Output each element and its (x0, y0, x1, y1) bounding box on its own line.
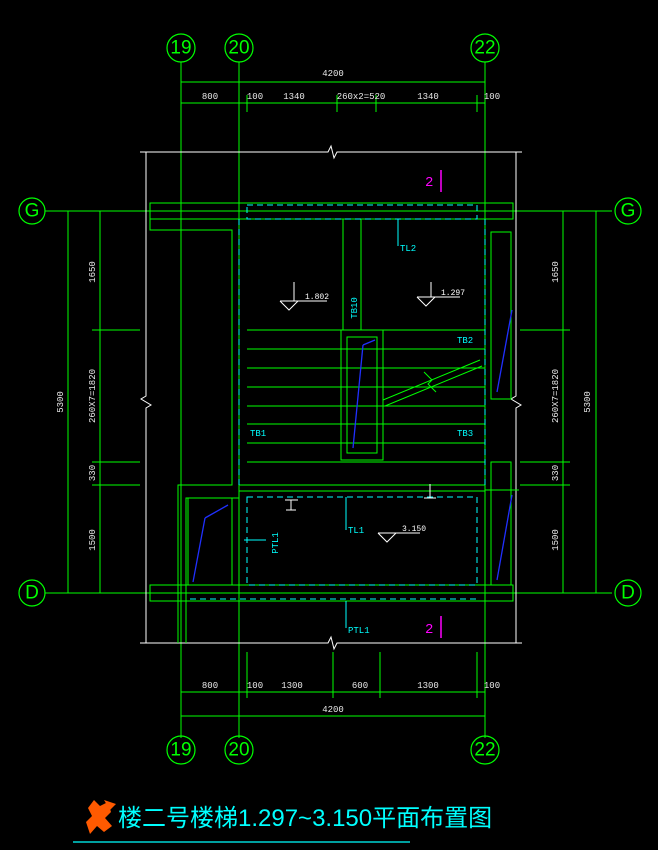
dim-top-total: 4200 (322, 69, 344, 79)
stair-structure (149, 202, 519, 643)
left-dimensions: 5300 1650 260X7=1820 330 1500 (56, 211, 140, 593)
title-icon (86, 800, 116, 834)
axis-bubble-bottom-22: 22 (470, 735, 500, 765)
dim-right-total: 5300 (583, 391, 593, 413)
rebar-strokes (192, 309, 513, 583)
label-tl2: TL2 (400, 244, 416, 254)
svg-text:2: 2 (425, 175, 433, 191)
dim-bottom-seg: 800 (202, 681, 218, 691)
dim-top-seg: 1340 (283, 92, 305, 102)
dim-top-seg: 100 (247, 92, 263, 102)
svg-text:G: G (621, 201, 636, 222)
axis-bubble-left-d: D (18, 579, 46, 607)
label-tb2: TB2 (457, 336, 473, 346)
dim-left-seg: 260X7=1820 (88, 369, 98, 423)
right-dimensions: 1650 260X7=1820 330 1500 5300 (520, 211, 597, 593)
dim-top-seg: 800 (202, 92, 218, 102)
dim-left-seg: 1650 (88, 261, 98, 283)
svg-text:1.802: 1.802 (305, 293, 329, 302)
drawing-title: 楼二号楼梯1.297~3.150平面布置图 (118, 805, 492, 832)
label-ptl1-bottom: PTL1 (348, 626, 370, 636)
dim-bottom-seg: 600 (352, 681, 368, 691)
elevation-mark-left: 1.802 (279, 282, 329, 311)
svg-text:2: 2 (425, 622, 433, 638)
level-markers (285, 484, 436, 511)
dim-left-total: 5300 (56, 391, 66, 413)
axis-bubble-top-20: 20 (224, 33, 254, 63)
svg-text:19: 19 (170, 740, 191, 761)
dim-top-seg: 1340 (417, 92, 439, 102)
svg-text:G: G (25, 201, 40, 222)
svg-text:22: 22 (474, 740, 495, 761)
dim-left-seg: 330 (88, 465, 98, 481)
dim-right-seg: 1500 (551, 529, 561, 551)
slab-dashed-outlines (190, 204, 486, 600)
axis-bubble-top-22: 22 (470, 33, 500, 63)
axis-bubble-right-g: G (614, 197, 642, 225)
svg-text:3.150: 3.150 (402, 525, 426, 534)
top-dimensions: 4200 800 100 1340 260x2=520 1340 100 (181, 69, 500, 112)
dim-top-seg: 260x2=520 (337, 92, 386, 102)
dim-right-seg: 1650 (551, 261, 561, 283)
elevation-mark-landing: 3.150 (377, 525, 426, 543)
svg-text:D: D (621, 583, 635, 604)
label-tl1: TL1 (348, 526, 364, 536)
label-tb1: TB1 (250, 429, 266, 439)
break-lines (140, 144, 522, 651)
dim-bottom-seg: 1300 (417, 681, 439, 691)
elevation-mark-right: 1.297 (416, 282, 465, 307)
axis-bubble-bottom-19: 19 (166, 735, 196, 765)
component-labels: TL2 TB10 TB1 TB2 TB3 TL1 PTL1 PTL1 (244, 219, 473, 636)
label-tb10: TB10 (350, 297, 360, 319)
dim-bottom-seg: 1300 (281, 681, 303, 691)
svg-text:20: 20 (228, 740, 249, 761)
axis-bubble-bottom-20: 20 (224, 735, 254, 765)
dim-right-seg: 330 (551, 465, 561, 481)
dim-bottom-total: 4200 (322, 705, 344, 715)
svg-text:19: 19 (170, 38, 191, 59)
label-tb3: TB3 (457, 429, 473, 439)
svg-text:22: 22 (474, 38, 495, 59)
section-mark-bottom: 2 (425, 616, 442, 638)
dim-bottom-seg: 100 (247, 681, 263, 691)
grid-lines (45, 62, 612, 738)
dim-left-seg: 1500 (88, 529, 98, 551)
dim-right-seg: 260X7=1820 (551, 369, 561, 423)
dim-top-seg: 100 (484, 92, 500, 102)
axis-bubble-left-g: G (18, 197, 46, 225)
bottom-dimensions: 800 100 1300 600 1300 100 4200 (181, 652, 500, 717)
svg-text:1.297: 1.297 (441, 289, 465, 298)
label-ptl1-left: PTL1 (271, 532, 281, 554)
axis-bubble-top-19: 19 (166, 33, 196, 63)
section-mark-top: 2 (425, 170, 442, 192)
svg-text:D: D (25, 583, 39, 604)
svg-text:20: 20 (228, 38, 249, 59)
dim-bottom-seg: 100 (484, 681, 500, 691)
axis-bubble-right-d: D (614, 579, 642, 607)
